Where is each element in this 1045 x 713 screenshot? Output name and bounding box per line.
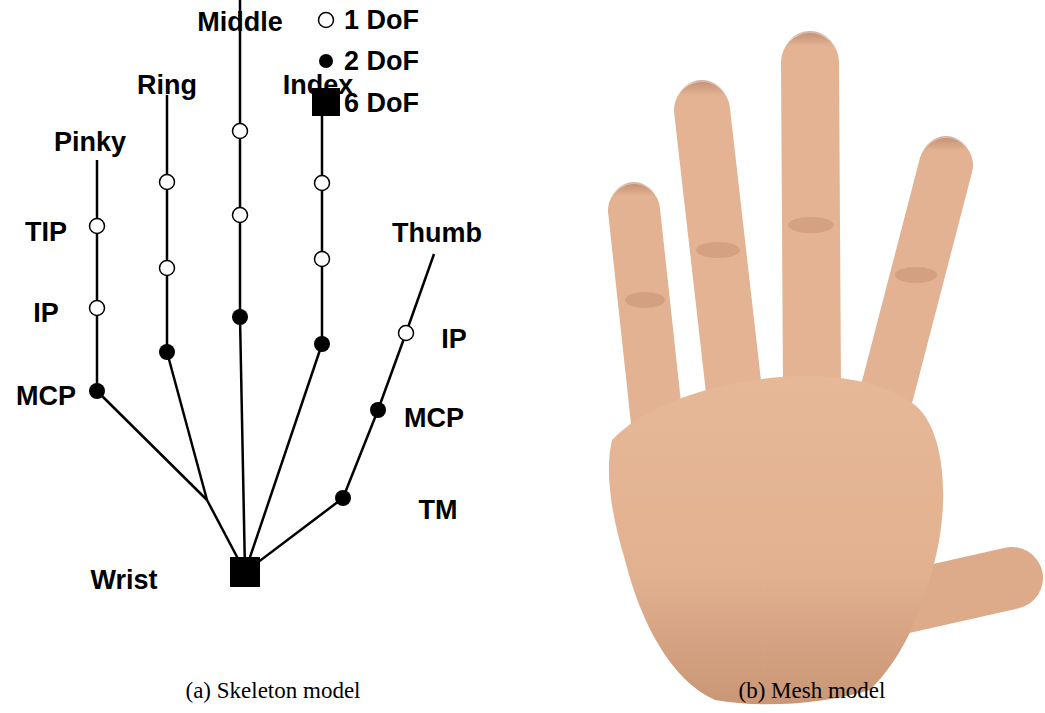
six-dof-joints bbox=[230, 88, 340, 587]
joint-name: TM bbox=[419, 497, 458, 524]
finger-name: Ring bbox=[137, 72, 197, 99]
finger-name: Thumb bbox=[392, 220, 482, 247]
finger-name: Middle bbox=[197, 9, 283, 36]
joint-name: IP bbox=[441, 326, 467, 353]
joint-name: MCP bbox=[404, 405, 464, 432]
hand-mesh bbox=[608, 31, 1012, 704]
skeleton-lines bbox=[97, 0, 434, 572]
legend-text: 6 DoF bbox=[344, 90, 419, 117]
finger-name: Index bbox=[283, 72, 354, 99]
subfigure-caption: (a) Skeleton model bbox=[185, 679, 360, 702]
finger-name: Pinky bbox=[54, 129, 126, 156]
two-dof-joints bbox=[89, 54, 386, 506]
joint-name: MCP bbox=[16, 383, 76, 410]
legend-text: 2 DoF bbox=[344, 48, 419, 75]
legend-text: 1 DoF bbox=[344, 7, 419, 34]
joint-name: IP bbox=[33, 300, 59, 327]
joint-name: Wrist bbox=[90, 567, 157, 594]
joint-name: TIP bbox=[25, 219, 67, 246]
subfigure-caption: (b) Mesh model bbox=[739, 679, 886, 702]
